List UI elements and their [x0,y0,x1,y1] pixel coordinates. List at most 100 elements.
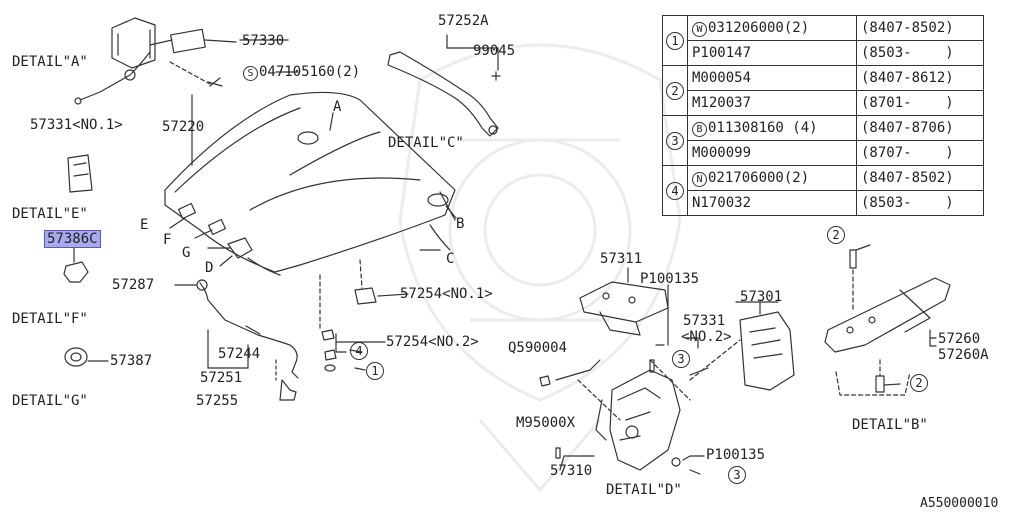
table-row: 2 M000054 (8407-8612) [662,65,984,116]
group-number-circle: 2 [666,81,684,100]
date-range-cell: (8503- ) [856,190,984,216]
part-57220[interactable]: 57220 [162,119,205,135]
grommet-57386c-drawing [63,247,89,283]
hood-weatherstrip-drawing [387,34,501,137]
part-57387[interactable]: 57387 [110,353,153,369]
screw-drawings [539,344,665,459]
group-number-cell: 3 [662,115,688,166]
part-57386c-highlighted[interactable]: 57386C [44,230,101,248]
letter-g: G [182,245,191,261]
date-range-cell: (8701- ) [856,90,984,116]
part-number-text: P100147 [692,45,752,61]
hood-hinge-57260-drawing [824,249,951,396]
date-range-cell: (8707- ) [856,140,984,166]
letter-b: B [456,216,465,232]
part-number-cell[interactable]: M120037 [687,90,857,116]
hood-latch-57310-drawing [555,339,741,471]
letter-c: C [446,251,455,267]
callout-2-bottom[interactable]: 2 [910,374,928,392]
callout-2-top[interactable]: 2 [827,226,845,244]
detail-b-label: DETAIL"B" [852,417,928,433]
table-row: M000099 (8707- ) [663,140,984,166]
detail-d-label: DETAIL"D" [606,482,682,498]
callout-4[interactable]: 4 [350,342,368,360]
group-number-cell: 2 [662,65,688,116]
part-57331-no2-suffix: <NO.2> [681,329,732,345]
part-number-text: M000099 [692,145,752,161]
part-number-cell[interactable]: N170032 [687,190,857,216]
detail-g-label: DETAIL"G" [12,393,88,409]
part-number-cell[interactable]: P100147 [687,40,857,66]
part-57254-no2[interactable]: 57254<NO.2> [386,334,479,350]
part-57331-no1[interactable]: 57331<NO.1> [30,117,123,133]
part-number-text: 031206000(2) [708,19,810,36]
part-57255[interactable]: 57255 [196,393,239,409]
bumper-57254-no2-drawing [321,329,337,361]
part-57260[interactable]: 57260 [938,331,981,347]
part-57330[interactable]: 57330 [242,33,285,49]
part-99045[interactable]: 99045 [473,43,516,59]
bumper-57254-no1-drawing [354,287,377,305]
part-number-cell[interactable]: M000099 [687,140,857,166]
hood-release-handle-drawing [74,17,237,105]
date-range-cell: (8503- ) [856,40,984,66]
letter-a: A [333,99,342,115]
part-57310[interactable]: 57310 [550,463,593,479]
part-57254-no1[interactable]: 57254<NO.1> [400,286,493,302]
date-range-cell: (8407-8502) [856,165,984,191]
detail-e-label: DETAIL"E" [12,206,88,222]
group-number-circle: 3 [666,131,684,150]
part-number-cell[interactable]: M000054 [687,65,857,91]
hood-stay-rod-drawing [174,279,299,401]
table-row: M120037(8701- ) [663,90,984,116]
part-number-text: 021706000(2) [708,169,810,186]
prefix-circle-icon: B [692,121,707,137]
detail-a-label: DETAIL"A" [12,54,88,70]
date-range-cell: (8407-8612) [856,65,984,91]
letter-e: E [140,217,149,233]
callout-3-top[interactable]: 3 [672,350,690,368]
washer-drawing [324,364,336,372]
part-p100135-bottom[interactable]: P100135 [706,447,766,463]
part-57252a[interactable]: 57252A [438,13,489,29]
date-range-cell: (8407-8706) [856,115,984,141]
group-number-circle: 4 [666,181,684,200]
part-number-text: N170032 [692,195,752,211]
part-57331-no2[interactable]: 57331 [683,313,726,329]
part-57311[interactable]: 57311 [600,251,643,267]
part-57301[interactable]: 57301 [740,289,783,305]
prefix-circle-icon: N [692,171,707,187]
part-m95000x[interactable]: M95000X [516,415,576,431]
group-number-circle: 1 [666,31,684,50]
detail-c-label: DETAIL"C" [388,135,464,151]
table-row: N170032 (8503- ) [663,190,984,216]
bumper-57387-drawing [64,347,109,367]
callout-3-bottom[interactable]: 3 [728,466,746,484]
bracket-57301-drawing [739,301,795,391]
part-p100135-top[interactable]: P100135 [640,271,700,287]
callout-1[interactable]: 1 [366,362,384,380]
watermark-emblem [398,43,682,493]
clip-57331-drawing [67,154,93,193]
diagram-id: A550000010 [920,496,999,511]
table-row: P100147 (8503- ) [663,40,984,66]
part-57287[interactable]: 57287 [112,277,155,293]
part-57251[interactable]: 57251 [200,370,243,386]
prefix-circle-icon: W [692,21,707,37]
part-57244[interactable]: 57244 [218,346,261,362]
group-number-cell: 1 [662,15,688,66]
letter-d: D [205,260,214,276]
s-prefix-icon: S [243,66,258,81]
part-number-text: M000054 [692,70,752,86]
part-57260a[interactable]: 57260A [938,347,989,363]
part-q590004[interactable]: Q590004 [508,340,568,356]
part-number-text: 011308160 (4) [708,119,818,136]
